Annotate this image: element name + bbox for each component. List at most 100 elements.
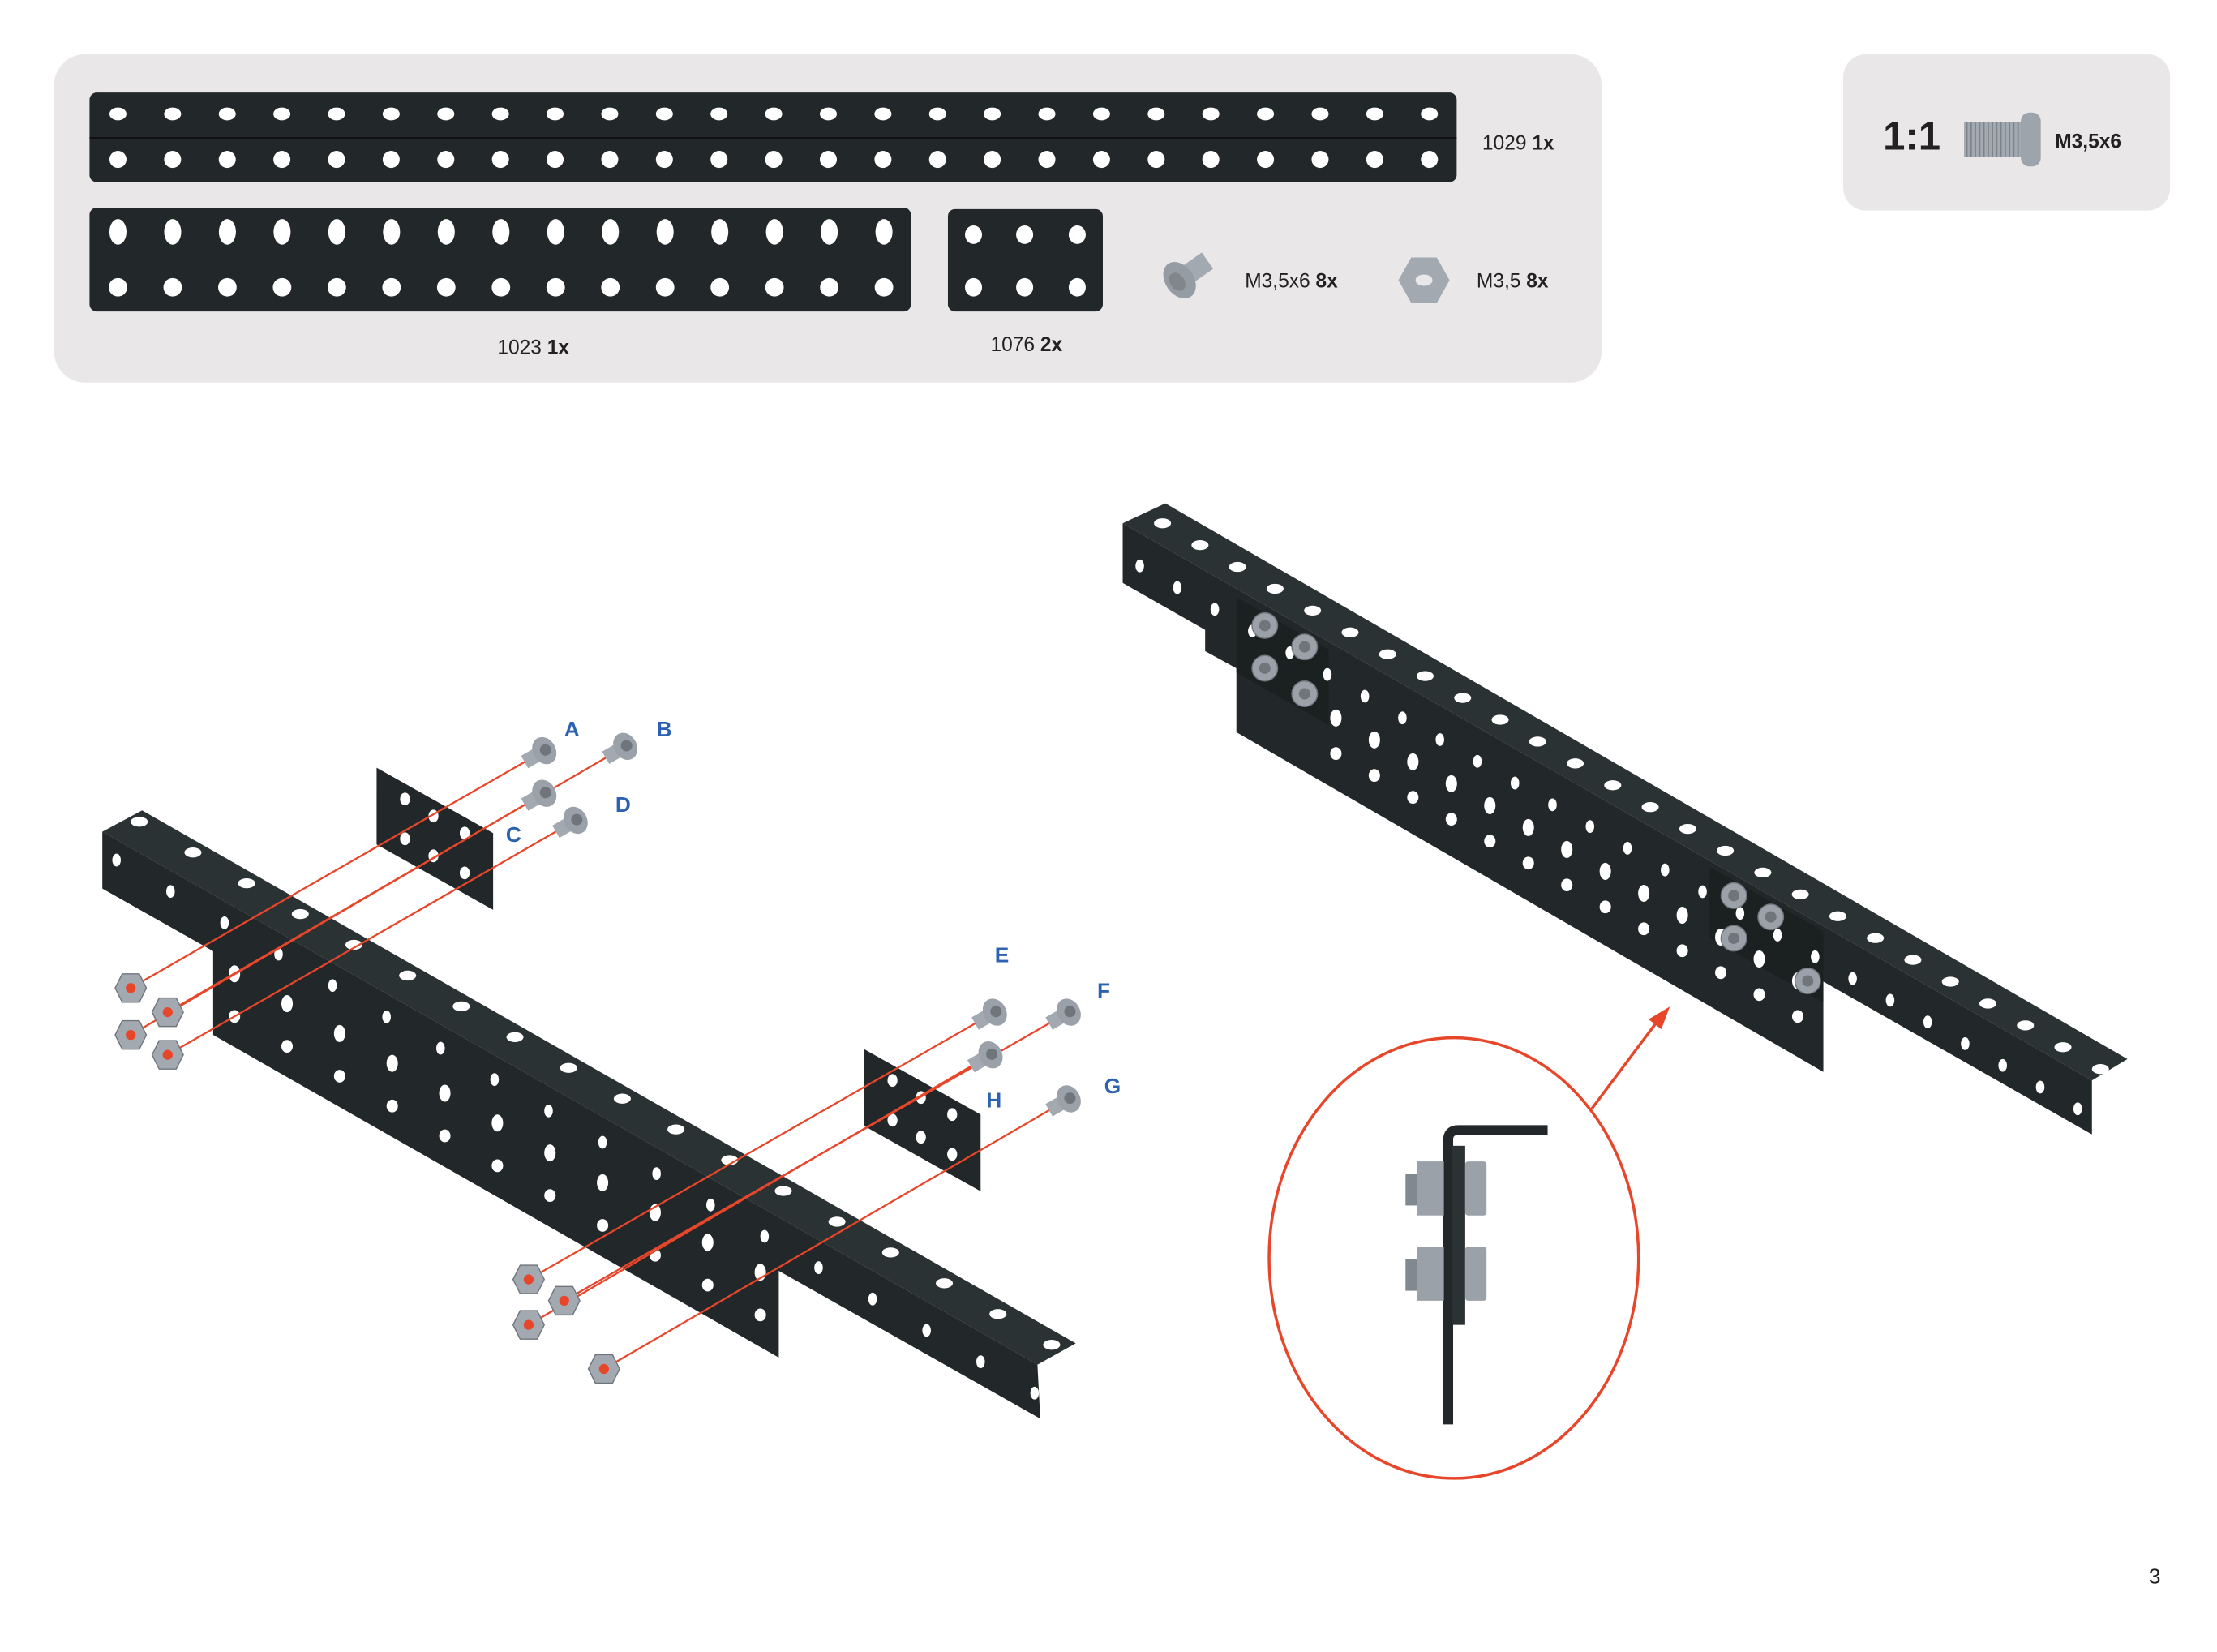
hole	[1941, 976, 1959, 987]
hole	[1998, 1058, 2007, 1072]
hole	[984, 151, 1001, 169]
hole	[560, 1062, 577, 1073]
hole	[652, 1167, 661, 1181]
hole	[1330, 709, 1342, 727]
nut-bore	[162, 1006, 173, 1018]
hole	[976, 1355, 985, 1369]
nut-bore	[126, 1029, 136, 1041]
hole	[1135, 559, 1144, 573]
hole	[164, 219, 182, 245]
nut-bore	[162, 1049, 173, 1060]
screw-icon	[521, 736, 557, 769]
hole	[491, 151, 509, 169]
hole	[109, 151, 127, 169]
hole	[439, 1129, 451, 1143]
hole	[1341, 627, 1359, 637]
hole	[345, 939, 363, 950]
screw-icon	[1045, 1085, 1081, 1117]
hole	[400, 792, 410, 806]
hole	[333, 1070, 345, 1083]
hole	[598, 1135, 607, 1149]
hole	[765, 219, 783, 245]
arrow-head-icon	[1648, 1006, 1670, 1030]
screw-icon	[1045, 998, 1081, 1030]
hole	[437, 151, 455, 169]
hole	[874, 151, 892, 169]
hole	[1304, 605, 1322, 616]
hole	[218, 219, 236, 245]
hole	[382, 277, 401, 297]
bolt-letter-b: B	[657, 717, 672, 741]
page-number: 3	[2149, 1564, 2161, 1589]
hole	[655, 107, 673, 121]
hole	[1210, 603, 1220, 616]
alignment-line	[603, 1098, 1070, 1370]
alignment-line	[130, 749, 545, 989]
screw-actual-size-icon	[1964, 112, 2041, 167]
hole	[492, 219, 510, 245]
hole	[382, 107, 400, 121]
hole	[2017, 1020, 2035, 1031]
hole	[1754, 867, 1772, 878]
hole	[774, 1186, 792, 1196]
hole	[922, 1324, 931, 1337]
bolt-letter-f: F	[1097, 979, 1110, 1003]
hole	[399, 970, 417, 981]
hole	[328, 979, 337, 993]
hole	[1676, 944, 1688, 958]
hole	[1366, 107, 1383, 121]
hole	[613, 1093, 631, 1104]
hole	[1623, 842, 1632, 855]
hole	[1567, 758, 1584, 769]
hole	[1717, 845, 1735, 856]
hole	[164, 107, 182, 121]
hole	[1811, 950, 1820, 963]
alignment-line	[130, 792, 545, 1036]
hole	[1016, 277, 1034, 297]
screw-socket	[1802, 975, 1814, 987]
hole	[874, 277, 894, 297]
hole	[947, 1108, 958, 1122]
hole	[436, 1041, 445, 1055]
bolt-letter-h: H	[986, 1088, 1001, 1113]
hole	[1867, 933, 1885, 943]
hole	[1038, 151, 1056, 169]
hole	[382, 151, 400, 169]
hole	[597, 1174, 609, 1191]
hole	[820, 277, 839, 297]
hole	[1638, 884, 1650, 902]
hole	[655, 151, 673, 169]
part-1029-bar	[89, 92, 1457, 182]
hole	[328, 219, 345, 245]
hole	[1979, 998, 1997, 1009]
hole	[597, 1219, 609, 1232]
hole	[964, 225, 983, 244]
hole	[1366, 151, 1383, 169]
hole	[386, 1099, 398, 1113]
hole	[281, 1040, 294, 1053]
hole	[1202, 151, 1220, 169]
hole	[887, 1113, 898, 1127]
hole	[281, 995, 294, 1013]
hole	[272, 277, 292, 297]
hole	[274, 947, 283, 961]
screw-icon	[1163, 252, 1214, 298]
hole	[1604, 780, 1622, 791]
hole	[1773, 929, 1782, 942]
hole	[710, 151, 728, 169]
hole	[1147, 151, 1165, 169]
hole	[1585, 820, 1595, 834]
nut-bore	[523, 1319, 534, 1330]
hole	[765, 151, 783, 169]
hole	[868, 1292, 877, 1306]
hole	[1092, 151, 1110, 169]
bolt-letter-d: D	[615, 792, 631, 817]
hole	[544, 1104, 553, 1118]
hole	[1599, 900, 1611, 914]
hole	[1421, 107, 1439, 121]
part-1023-plate	[89, 208, 911, 312]
hole	[1679, 823, 1696, 835]
hole	[1416, 671, 1434, 681]
